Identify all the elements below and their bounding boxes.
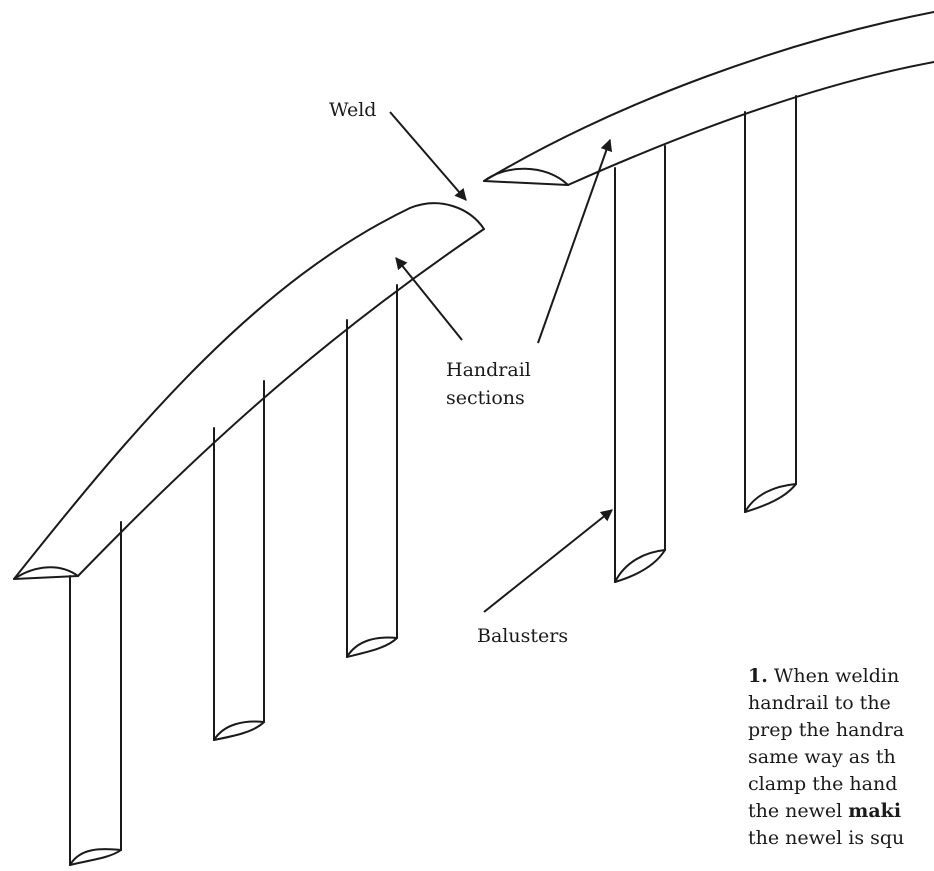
caption-line: same way as th — [748, 746, 896, 768]
baluster — [744, 95, 797, 513]
caption-line: 1. When weldin — [748, 665, 900, 687]
handrail-label-line2: sections — [446, 387, 525, 409]
baluster — [69, 521, 122, 866]
weld-arrow — [389, 111, 467, 201]
balusters-arrow — [483, 509, 613, 613]
step-number: 1. — [748, 665, 768, 687]
baluster — [346, 284, 398, 658]
right-handrail-section — [483, 11, 934, 186]
balusters-label: Balusters — [477, 625, 569, 647]
handrail-arrow-left — [395, 257, 463, 341]
caption-line: prep the handra — [748, 719, 905, 741]
caption-line: handrail to the — [748, 692, 891, 714]
caption-line: the newel is squ — [748, 827, 905, 849]
baluster — [614, 145, 666, 583]
handrail-sections-label: Handrail sections — [446, 356, 531, 412]
caption-line: the newel maki — [748, 800, 902, 822]
handrail-label-line1: Handrail — [446, 359, 531, 381]
left-handrail-section — [13, 202, 485, 580]
caption-text: 1. When weldin handrail to the prep the … — [748, 663, 934, 852]
baluster — [213, 380, 265, 741]
caption-line: clamp the hand — [748, 773, 898, 795]
weld-label: Weld — [329, 99, 377, 121]
handrail-arrow-right — [537, 138, 613, 344]
